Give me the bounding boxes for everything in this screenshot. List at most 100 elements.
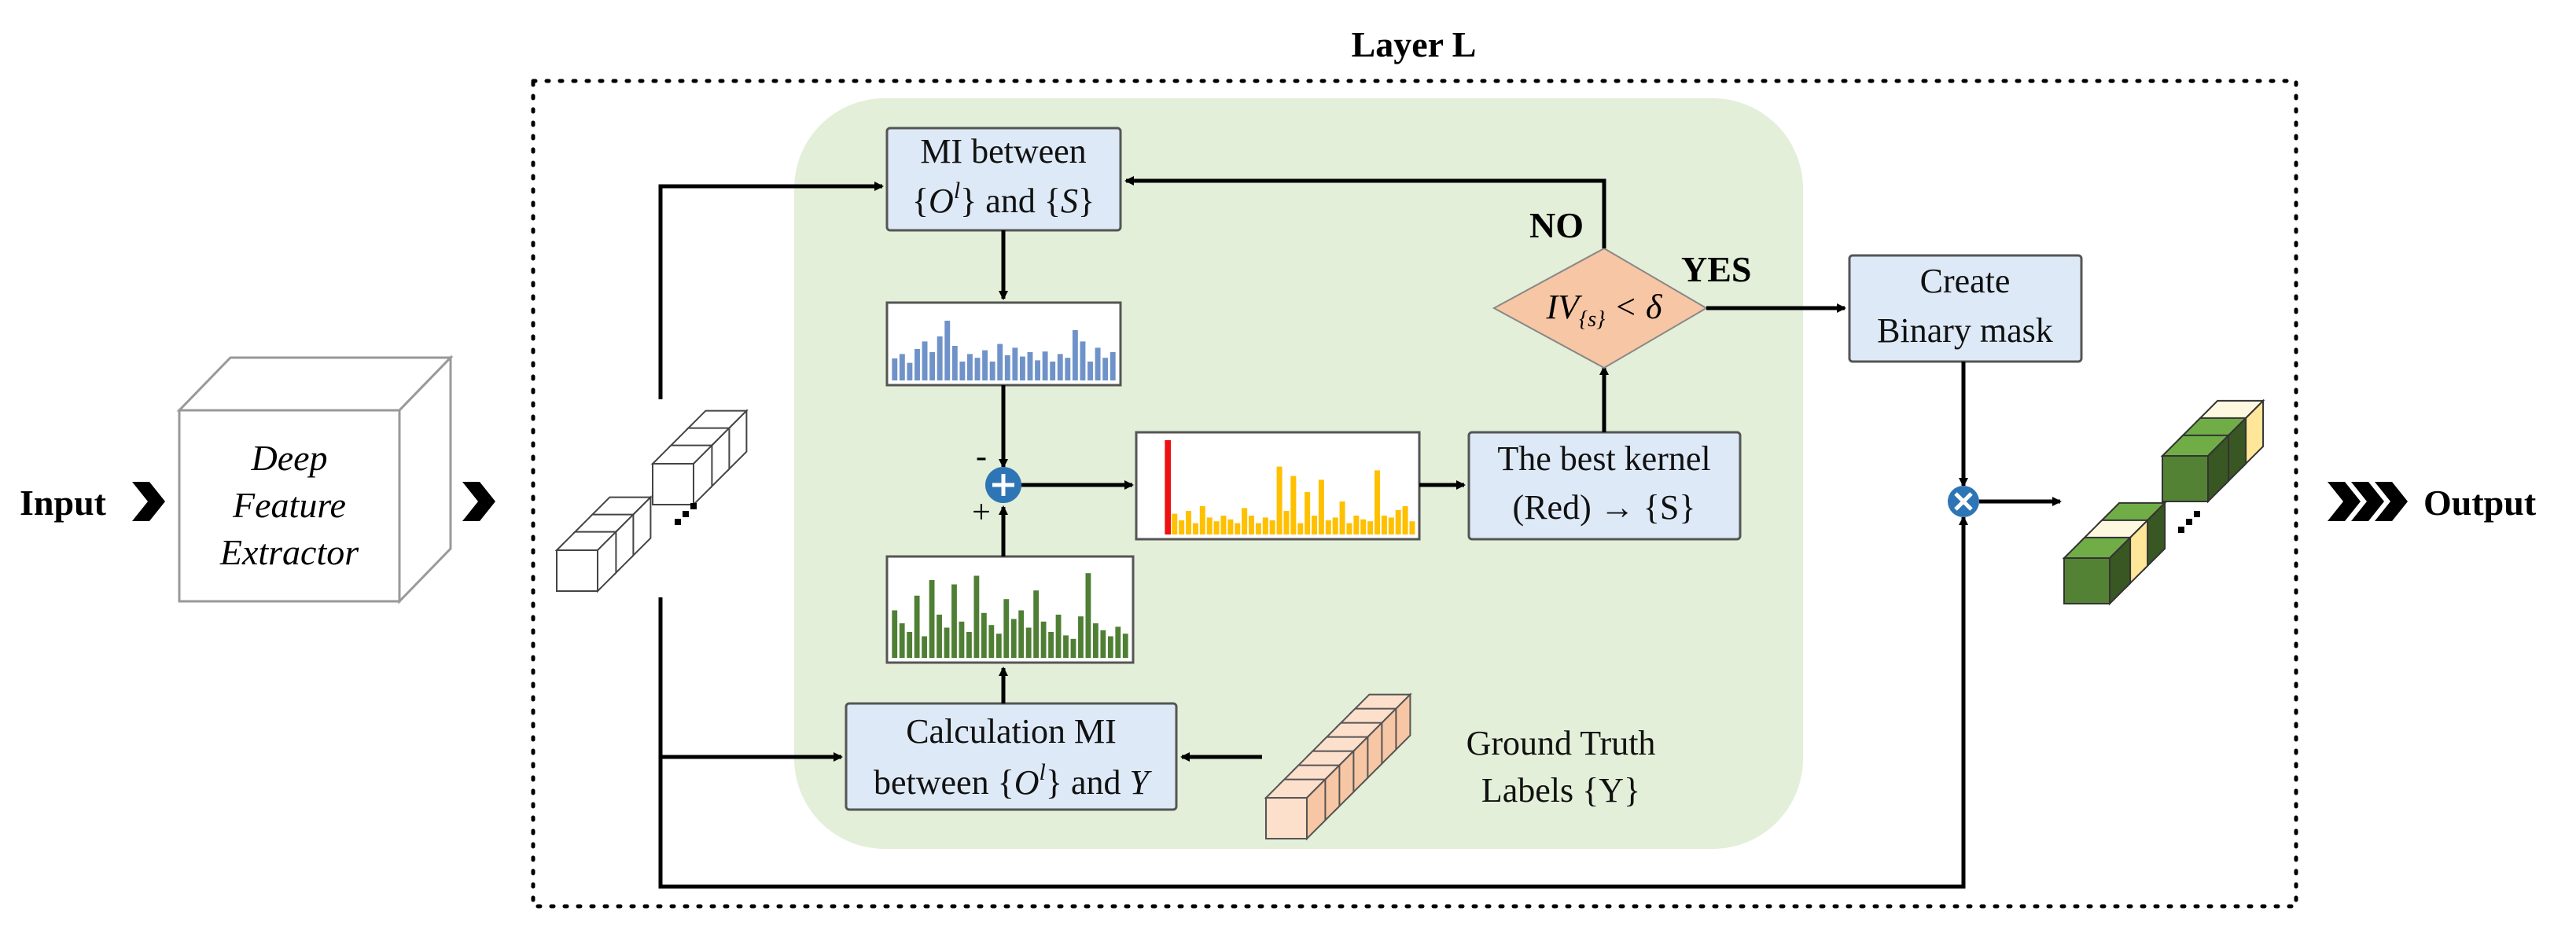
green-histogram-bar <box>899 623 905 658</box>
yellow-histogram-bar <box>1332 517 1338 534</box>
blue-histogram-bar <box>907 362 913 380</box>
blue-histogram-bar <box>951 346 958 380</box>
green-histogram-bar <box>973 575 980 658</box>
input-label: Input <box>20 483 107 523</box>
yellow-histogram-bar <box>1262 517 1268 534</box>
output-triple-chevron <box>2328 482 2408 521</box>
blue-histogram-bar <box>967 354 973 380</box>
line-bottom-bypass <box>658 516 1968 889</box>
blue-histogram-bar <box>1057 354 1063 380</box>
yellow-histogram-bar <box>1339 501 1345 534</box>
yellow-histogram-bar <box>1213 521 1220 534</box>
green-histogram-bar <box>937 615 942 658</box>
green-histogram-bar <box>907 632 913 658</box>
green-histogram-bar <box>1018 610 1025 658</box>
feature-extractor-cube: Deep Feature Extractor <box>176 354 454 604</box>
blue-histogram-bar <box>1102 358 1109 380</box>
extractor-line1: Deep <box>250 438 327 478</box>
sum-plus-sign: + <box>972 494 991 531</box>
yellow-histogram-bar <box>1227 519 1234 534</box>
green-histogram-bar <box>1078 616 1084 658</box>
yellow-histogram-bar <box>1269 520 1275 534</box>
yellow-histogram-bar <box>1297 523 1304 534</box>
ground-truth-cube-front <box>1265 797 1308 839</box>
no-label: NO <box>1529 205 1584 245</box>
green-histogram-bar <box>1070 638 1076 658</box>
blue-histogram-bar <box>1035 360 1040 380</box>
yellow-histogram-bar <box>1388 517 1394 534</box>
blue-histogram-bar <box>974 358 981 380</box>
green-histogram-bar <box>892 610 898 658</box>
layer-frame <box>531 79 2298 909</box>
white-cube-front <box>652 463 694 505</box>
yellow-histogram-bar <box>1290 476 1297 534</box>
input-chevron <box>132 482 165 521</box>
blue-histogram-bar <box>1110 352 1116 380</box>
yellow-histogram-bar <box>1192 523 1198 534</box>
mi-box-line2: {Ol} and {S} <box>912 178 1095 220</box>
yellow-histogram-bar <box>1409 521 1415 534</box>
yellow-histogram-bar <box>1318 479 1324 534</box>
blue-histogram-bar <box>1042 351 1048 380</box>
yellow-histogram-bar <box>1186 511 1192 534</box>
green-histogram-panel <box>885 555 1135 664</box>
green-histogram-bar <box>1033 590 1040 658</box>
yellow-histogram-bar <box>1172 513 1178 534</box>
yellow-histogram-bar <box>1305 492 1311 534</box>
feature-map-cubes <box>554 409 749 593</box>
green-histogram-bar <box>929 580 935 658</box>
white-cube-front <box>556 549 598 592</box>
green-histogram-bar <box>1040 621 1047 658</box>
extractor-chevron <box>462 482 495 521</box>
green-histogram-bar <box>1010 619 1017 658</box>
layer-title: Layer L <box>1352 24 1477 64</box>
yellow-histogram-bar <box>1249 516 1255 534</box>
blue-histogram-bar <box>1080 341 1086 380</box>
red-best-kernel-bar <box>1165 440 1172 534</box>
line-to-mi-box <box>658 182 884 399</box>
yellow-histogram-bar <box>1255 523 1261 534</box>
green-histogram-bar <box>951 584 957 658</box>
multiply-x-b <box>1954 492 1973 511</box>
yellow-histogram-bar <box>1283 511 1290 534</box>
ellipsis-dot <box>675 519 681 525</box>
yellow-histogram-bar <box>1276 466 1282 534</box>
blue-histogram-bar <box>989 362 995 380</box>
calc-box-line1: Calculation MI <box>906 712 1117 751</box>
blue-histogram-bar <box>1065 358 1071 380</box>
yellow-histogram-bar <box>1312 516 1318 534</box>
green-histogram-bar <box>981 612 987 658</box>
yellow-histogram-bar <box>1242 508 1248 534</box>
create-mask-line1: Create <box>1920 262 2011 300</box>
yellow-histogram-bar <box>1206 517 1213 534</box>
yellow-histogram-bar <box>1235 523 1241 534</box>
yellow-histogram-bar <box>1325 520 1331 534</box>
green-histogram-bar <box>988 625 995 658</box>
yellow-histogram-bar <box>1346 523 1352 534</box>
blue-histogram-bar <box>1019 356 1025 380</box>
yellow-histogram-bar <box>1402 506 1408 534</box>
ground-truth-cubes <box>1264 692 1412 841</box>
green-histogram-bar <box>922 636 928 658</box>
extractor-line2: Feature <box>232 485 346 525</box>
green-histogram-bar <box>1107 636 1113 658</box>
ellipsis-dot <box>2178 527 2184 533</box>
yellow-histogram-bar <box>1367 521 1374 534</box>
yellow-histogram-bar <box>1374 470 1381 534</box>
green-histogram-bar <box>1055 615 1062 658</box>
mi-box-line1: MI between <box>920 132 1086 171</box>
green-histogram-bar <box>1003 599 1010 658</box>
blue-histogram-bar <box>892 358 898 380</box>
green-histogram-bar <box>995 634 1002 658</box>
blue-histogram-bar <box>1027 352 1033 380</box>
line-no-loop <box>1124 176 1606 248</box>
yellow-histogram-bar <box>1199 506 1205 534</box>
yellow-histogram-bars <box>1165 440 1415 534</box>
blue-histogram-bar <box>982 350 988 380</box>
output-cube-front <box>2162 455 2209 502</box>
blue-histogram-panel <box>885 301 1122 387</box>
best-kernel-line1: The best kernel <box>1497 439 1710 478</box>
output-feature-cubes <box>2062 399 2265 606</box>
decision-condition: IV{s} < δ <box>1546 288 1664 332</box>
